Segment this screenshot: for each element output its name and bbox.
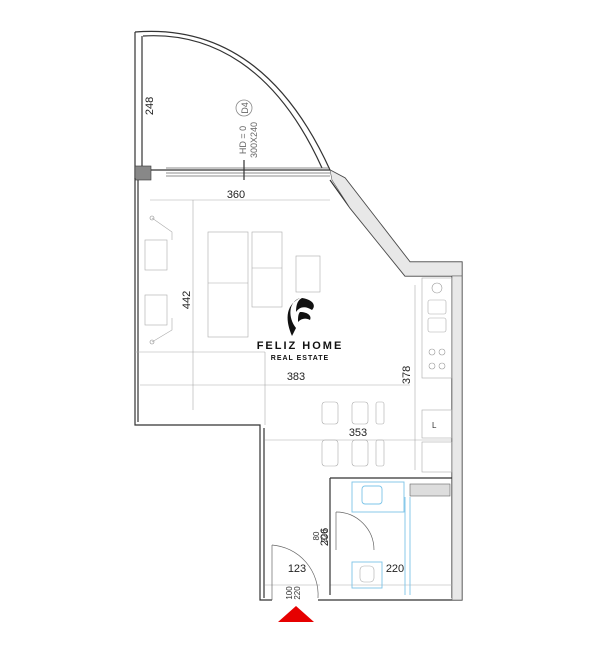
kitchen: L [421,277,453,473]
dim-bath-depth: 206 [319,528,331,546]
entrance-marker [278,606,314,622]
bathroom [329,477,452,595]
dim-dining-width: 353 [349,427,367,439]
door-label: D4 [240,102,250,114]
dim-living-depth: 442 [181,291,193,309]
door-size: 300X240 [249,122,259,158]
balcony [134,30,331,181]
logo-name: FELIZ HOME [257,340,344,352]
dim-entry-door-1: 100 [285,586,294,600]
door-tag-circle [235,99,253,117]
hatched-wall [329,169,463,601]
living-furniture [144,215,321,345]
dim-entry-door-2: 220 [293,586,302,600]
dining-set [321,401,385,467]
entrance-door [271,544,319,600]
dim-balcony-depth: 248 [144,97,156,115]
dim-bath-width: 220 [386,563,404,575]
door-height: HD = 0 [238,126,248,154]
dim-kitchen-depth: 378 [401,366,413,384]
logo: FELIZ HOME REAL ESTATE [257,298,344,362]
dim-entry-width: 123 [288,563,306,575]
logo-subtitle: REAL ESTATE [271,355,329,362]
dim-bath-door-2: 220 [320,529,329,543]
svg-text:L: L [432,421,437,430]
dim-living-width: 360 [227,189,245,201]
dim-room-mid-width: 383 [287,371,305,383]
balcony-door [166,99,330,180]
dimension-lines [135,199,452,586]
dim-bath-door-1: 80 [312,531,321,540]
